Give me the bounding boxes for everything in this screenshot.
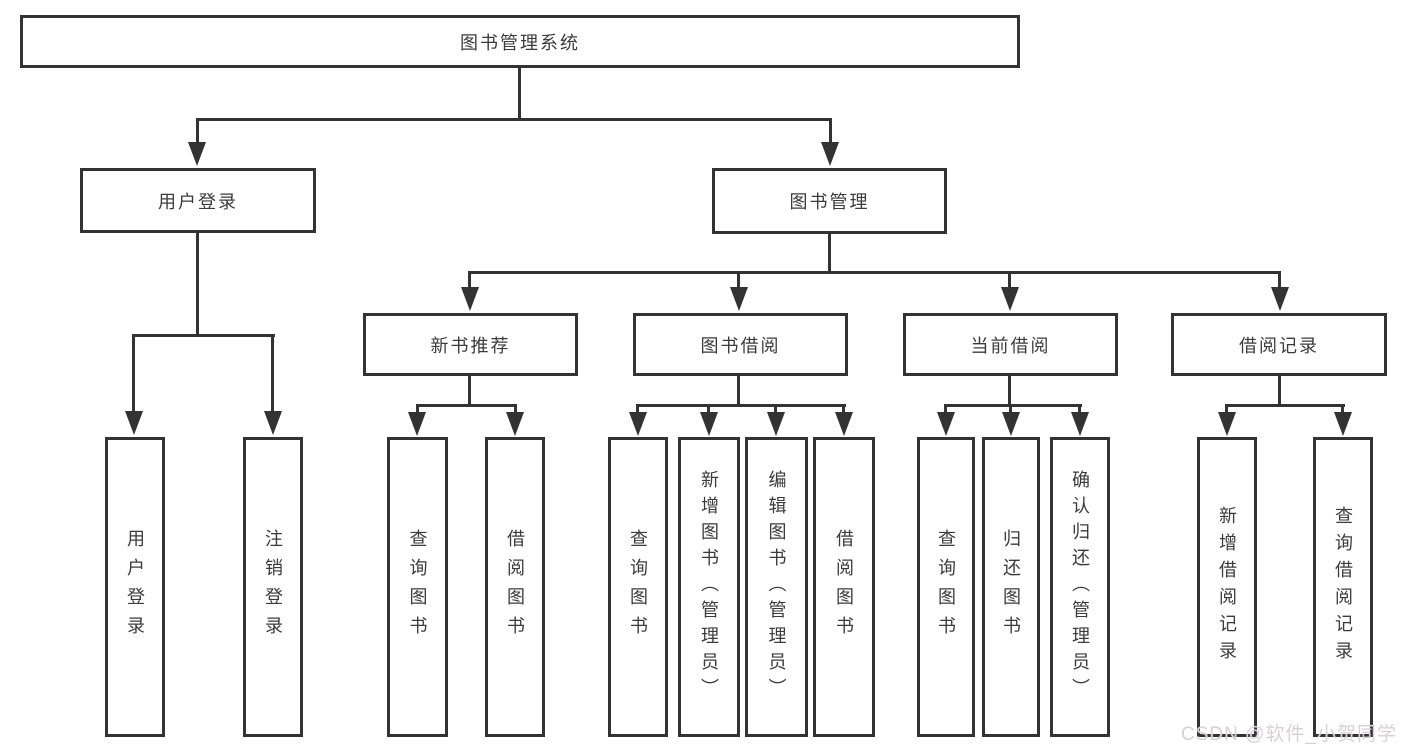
connector [774, 404, 777, 416]
arrowhead-icon [629, 412, 647, 436]
leaf-borrow-books-1-label: 借阅图书 [505, 529, 525, 645]
connector [1009, 404, 1012, 416]
connector [637, 404, 846, 407]
leaf-borrow-books-2-label: 借阅图书 [834, 529, 854, 645]
connector [196, 118, 832, 121]
leaf-query-books-1: 查询图书 [387, 437, 448, 737]
connector [1008, 271, 1011, 289]
arrowhead-icon [1071, 412, 1089, 436]
leaf-query-borrow-record: 查询借阅记录 [1313, 437, 1373, 737]
connector [1278, 376, 1281, 407]
connector [416, 404, 517, 407]
leaf-query-books-2: 查询图书 [608, 437, 668, 737]
connector [707, 404, 710, 416]
connector [514, 404, 517, 416]
arrowhead-icon [937, 412, 955, 436]
arrowhead-icon [821, 142, 839, 166]
leaf-user-login-label: 用户登录 [125, 529, 145, 645]
node-user-login-label: 用户登录 [158, 191, 238, 212]
connector [737, 271, 740, 289]
connector [196, 233, 199, 336]
arrowhead-icon [767, 412, 785, 436]
leaf-add-borrow-record-label: 新增借阅记录 [1217, 506, 1237, 668]
connector [636, 404, 639, 416]
arrowhead-icon [1271, 287, 1289, 311]
node-book-management-label: 图书管理 [789, 192, 870, 212]
arrowhead-icon [264, 411, 282, 435]
arrowhead-icon [461, 287, 479, 311]
leaf-borrow-books-2: 借阅图书 [813, 437, 875, 737]
connector [1226, 404, 1345, 407]
node-book-management: 图书管理 [712, 168, 947, 234]
connector [196, 118, 199, 146]
csdn-watermark: CSDN @软件_小贺同学 [1181, 724, 1397, 745]
connector [132, 334, 135, 414]
node-new-book-recommend-label: 新书推荐 [430, 335, 511, 356]
connector [271, 334, 274, 414]
arrowhead-icon [1334, 412, 1352, 436]
leaf-add-borrow-record: 新增借阅记录 [1197, 437, 1257, 737]
arrowhead-icon [1002, 412, 1020, 436]
leaf-query-books-2-label: 查询图书 [628, 529, 648, 645]
leaf-add-book-admin: 新增图书（管理员） [678, 437, 740, 737]
leaf-edit-book-admin-label: 编辑图书（管理员） [766, 470, 787, 704]
leaf-confirm-return-admin-label: 确认归还（管理员） [1070, 470, 1090, 704]
connector [468, 376, 471, 407]
connector [518, 68, 521, 121]
connector [828, 234, 831, 273]
arrowhead-icon [1218, 412, 1236, 436]
arrowhead-icon [408, 412, 426, 436]
leaf-return-book: 归还图书 [982, 437, 1040, 737]
node-current-borrow-label: 当前借阅 [970, 335, 1051, 356]
arrowhead-icon [188, 142, 206, 166]
leaf-confirm-return-admin: 确认归还（管理员） [1050, 437, 1110, 737]
connector [842, 404, 845, 416]
connector [1008, 376, 1011, 407]
connector [132, 334, 275, 337]
leaf-logout: 注销登录 [243, 437, 303, 737]
node-root: 图书管理系统 [20, 15, 1020, 68]
connector [944, 404, 947, 416]
connector [1078, 404, 1081, 416]
node-borrow-records-label: 借阅记录 [1239, 335, 1319, 356]
node-book-borrow-label: 图书借阅 [700, 335, 781, 356]
leaf-query-books-1-label: 查询图书 [407, 529, 428, 645]
connector [1225, 404, 1228, 416]
leaf-return-book-label: 归还图书 [1001, 529, 1021, 645]
leaf-edit-book-admin: 编辑图书（管理员） [745, 437, 808, 737]
leaf-user-login: 用户登录 [105, 437, 165, 737]
leaf-add-book-admin-label: 新增图书（管理员） [699, 470, 719, 704]
connector [468, 271, 471, 289]
arrowhead-icon [730, 287, 748, 311]
leaf-query-books-3: 查询图书 [917, 437, 975, 737]
connector [737, 376, 740, 407]
node-borrow-records: 借阅记录 [1171, 313, 1387, 376]
leaf-borrow-books-1: 借阅图书 [485, 437, 545, 737]
connector [1341, 404, 1344, 416]
node-new-book-recommend: 新书推荐 [363, 313, 578, 376]
arrowhead-icon [835, 412, 853, 436]
node-current-borrow: 当前借阅 [903, 313, 1118, 376]
node-root-label: 图书管理系统 [460, 32, 580, 53]
node-user-login: 用户登录 [80, 168, 316, 233]
node-book-borrow: 图书借阅 [633, 313, 848, 376]
leaf-query-borrow-record-label: 查询借阅记录 [1333, 506, 1353, 668]
connector [829, 118, 832, 146]
arrowhead-icon [125, 411, 143, 435]
leaf-logout-label: 注销登录 [263, 529, 283, 645]
connector [944, 404, 1082, 407]
leaf-query-books-3-label: 查询图书 [936, 529, 956, 645]
connector [416, 404, 419, 416]
arrowhead-icon [506, 412, 524, 436]
connector [469, 271, 1281, 274]
connector [1278, 271, 1281, 289]
arrowhead-icon [1001, 287, 1019, 311]
arrowhead-icon [700, 412, 718, 436]
